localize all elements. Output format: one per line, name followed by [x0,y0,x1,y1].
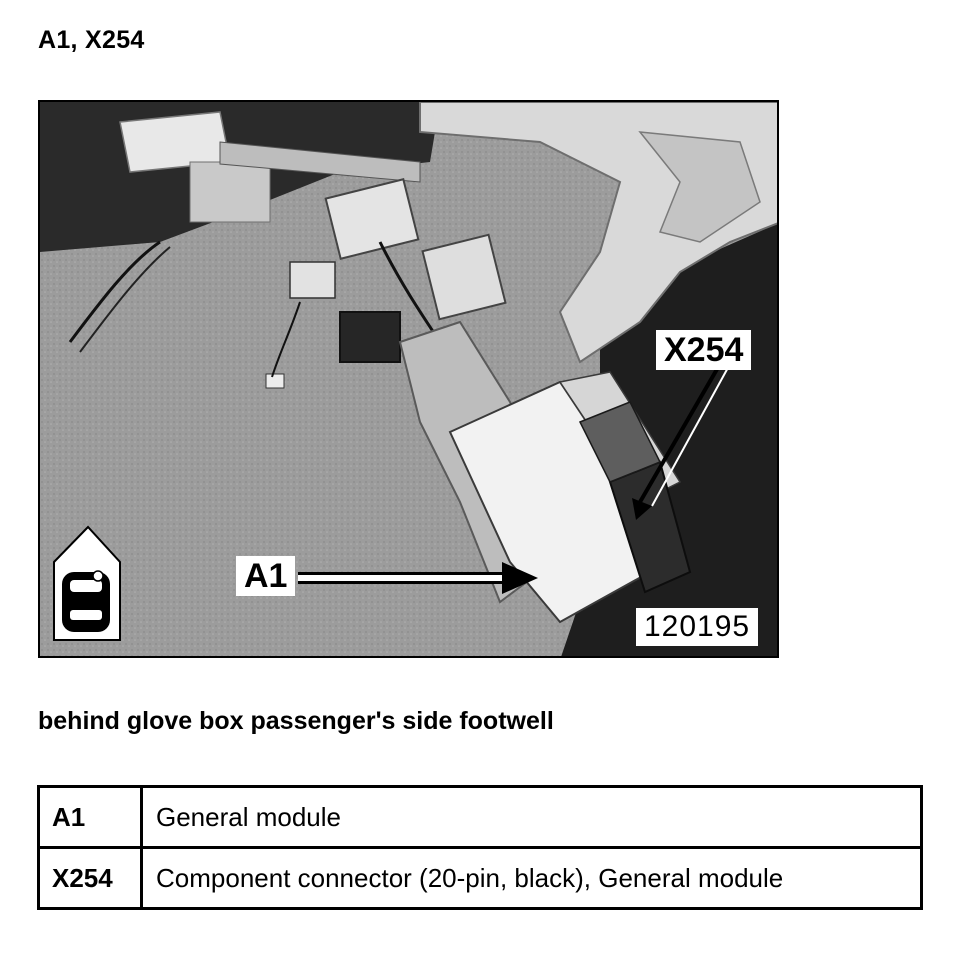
relay-box [324,178,420,260]
legend-table: A1 General module X254 Component connect… [37,785,923,910]
car-top-view-icon [53,525,121,641]
page-title: A1, X254 [38,26,145,54]
black-connector [339,311,401,363]
callout-x254: X254 [656,330,752,370]
metal-bracket [219,141,421,183]
image-number: 120195 [636,608,759,646]
loose-plug [265,373,285,389]
table-row: X254 Component connector (20-pin, black)… [37,846,923,910]
callout-a1: A1 [236,556,296,596]
installation-photo: X254 A1 120195 [38,100,779,658]
a1-arrowhead [502,562,538,594]
location-caption: behind glove box passenger's side footwe… [38,707,554,735]
legend-code: X254 [37,846,143,910]
table-row: A1 General module [37,785,923,849]
legend-description: General module [140,785,923,849]
x254-arrow-1 [638,362,722,504]
x254-arrowhead [632,498,652,520]
legend-code: A1 [37,785,143,849]
blower-housing [189,161,271,223]
wire-harness [68,240,161,343]
legend-description: Component connector (20-pin, black), Gen… [140,846,923,910]
glove-box-hinge [638,131,761,243]
white-connector [289,261,336,299]
relay-box-2 [421,233,507,321]
photo-illustration [40,102,777,656]
